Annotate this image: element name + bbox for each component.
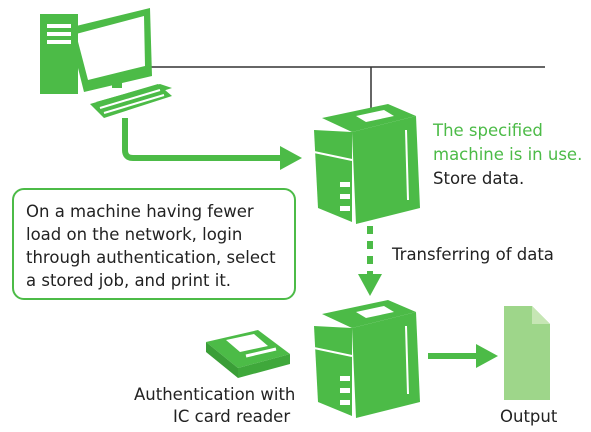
status-line-2: machine is in use. [433,145,583,164]
status-line-1: The specified [433,121,543,140]
auth-label-line-2: IC card reader [173,407,291,426]
printer-icon-bottom [313,300,420,418]
send-arrow [122,118,282,161]
output-arrowhead [476,344,498,368]
auth-label-line-1: Authentication with [134,385,296,404]
transfer-label: Transferring of data [392,245,554,264]
printer-icon-top [313,104,420,224]
callout-line-4: a stored job, and print it. [26,271,232,290]
send-arrowhead [280,146,302,170]
callout-box: On a machine having fewer load on the ne… [12,188,296,300]
callout-line-2: load on the network, login [26,225,243,244]
ic-card-reader-icon [206,330,290,378]
document-icon [504,306,550,400]
status-line-3: Store data. [433,169,525,188]
callout-line-1: On a machine having fewer [26,202,254,221]
output-label: Output [500,407,558,426]
transfer-arrowhead [358,274,382,296]
computer-icon [40,8,172,118]
callout-line-3: through authentication, select [26,248,276,267]
